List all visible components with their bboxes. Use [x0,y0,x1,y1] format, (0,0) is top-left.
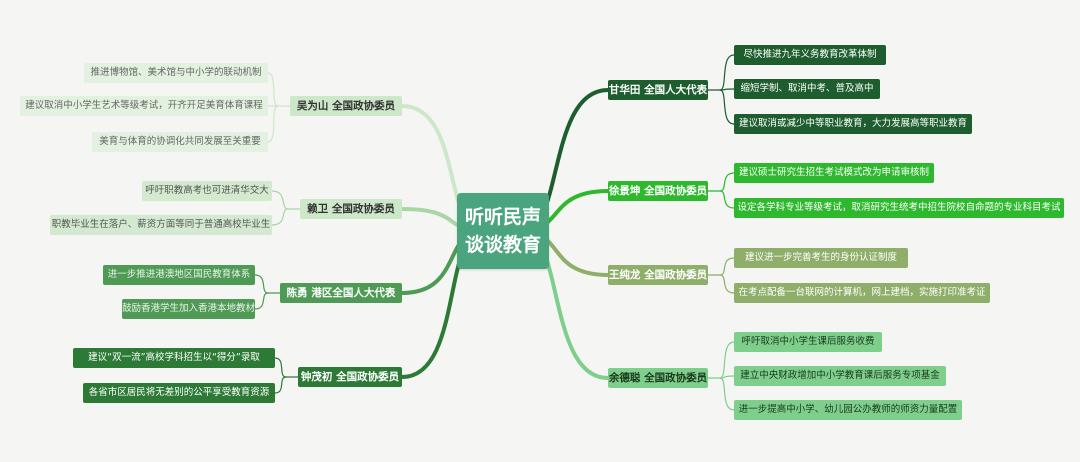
representative-lai-wei[interactable]: 赖卫 全国政协委员 [300,199,402,219]
proposal-item[interactable]: 各省市区居民将无差别的公平享受教育资源 [83,383,275,403]
connector-line [719,377,735,411]
proposal-item[interactable]: 职教毕业生在落户、薪资方面等同于普通高校毕业生 [50,215,272,235]
proposal-item[interactable]: 鼓励香港学生加入香港本地教材 [122,299,255,319]
proposal-item[interactable]: 建议“双一流”高校学科招生以“得分”录取 [73,348,275,368]
proposal-item[interactable]: 进一步提高中小学、幼儿园公办教师的师资力量配置 [734,400,962,420]
connector-line [719,257,735,276]
proposal-item[interactable]: 设定各学科专业等级考试，取消研究生统考中招生院校自命题的专业科目考试 [734,198,1064,218]
connector-line [271,190,289,210]
proposal-item[interactable]: 建立中央财政增加中小学教育课后服务专项基金 [734,366,946,386]
connector-line [254,274,269,294]
connector-line [267,105,279,143]
representative-zhong-maochu[interactable]: 钟茂初 全国政协委员 [298,367,402,387]
connector-line [719,190,735,209]
central-topic[interactable]: 听听民声 谈谈教育 [457,193,549,269]
connector-line [254,292,269,310]
connector-line [719,54,735,91]
proposal-item[interactable]: 呼吁取消中小学生课后服务收费 [734,332,882,352]
central-topic-line-2: 谈谈教育 [464,234,541,256]
proposal-item[interactable]: 缩短学制、取消中考、普及高中 [734,79,880,99]
connector-line [719,172,735,192]
connector-line [271,208,289,226]
representative-xu-jingkun[interactable]: 徐景坤 全国政协委员 [608,181,708,201]
representative-chen-yong[interactable]: 陈勇 港区全国人大代表 [280,283,402,303]
proposal-item[interactable]: 在考点配备一台联网的计算机，网上建档，实施打印准考证 [734,283,990,303]
connector-line [274,376,287,394]
proposal-item[interactable]: 呼吁职教高考也可进清华交大 [142,181,272,201]
representative-gan-huatian[interactable]: 甘华田 全国人大代表 [608,80,708,100]
connector-line [719,274,735,294]
proposal-item[interactable]: 尽快推进九年义务教育改革体制 [734,45,886,65]
representative-wang-chunlong[interactable]: 王纯龙 全国政协委员 [608,265,708,285]
proposal-item[interactable]: 推进博物馆、美术馆与中小学的联动机制 [84,63,268,83]
proposal-item[interactable]: 建议硕士研究生招生考试模式改为申请审核制 [734,163,934,183]
connector-line [719,341,735,379]
proposal-item[interactable]: 建议取消中小学生艺术等级考试，开齐开足美育体育课程 [20,96,268,116]
proposal-item[interactable]: 美育与体育的协调化共同发展至关重要 [92,132,268,152]
representative-wu-weishan[interactable]: 吴为山 全国政协委员 [290,96,402,116]
proposal-item[interactable]: 建议取消或减少中等职业教育，大力发展高等职业教育 [734,114,972,134]
representative-yu-decong[interactable]: 余德聪 全国政协委员 [608,368,708,388]
connector-line [719,89,735,125]
connector-line [274,357,287,378]
central-topic-line-1: 听听民声 [464,205,541,228]
proposal-item[interactable]: 建议进一步完善考生的身份认证制度 [734,248,908,268]
proposal-item[interactable]: 进一步推进港澳地区国民教育体系 [103,265,255,285]
connector-line [267,72,279,107]
